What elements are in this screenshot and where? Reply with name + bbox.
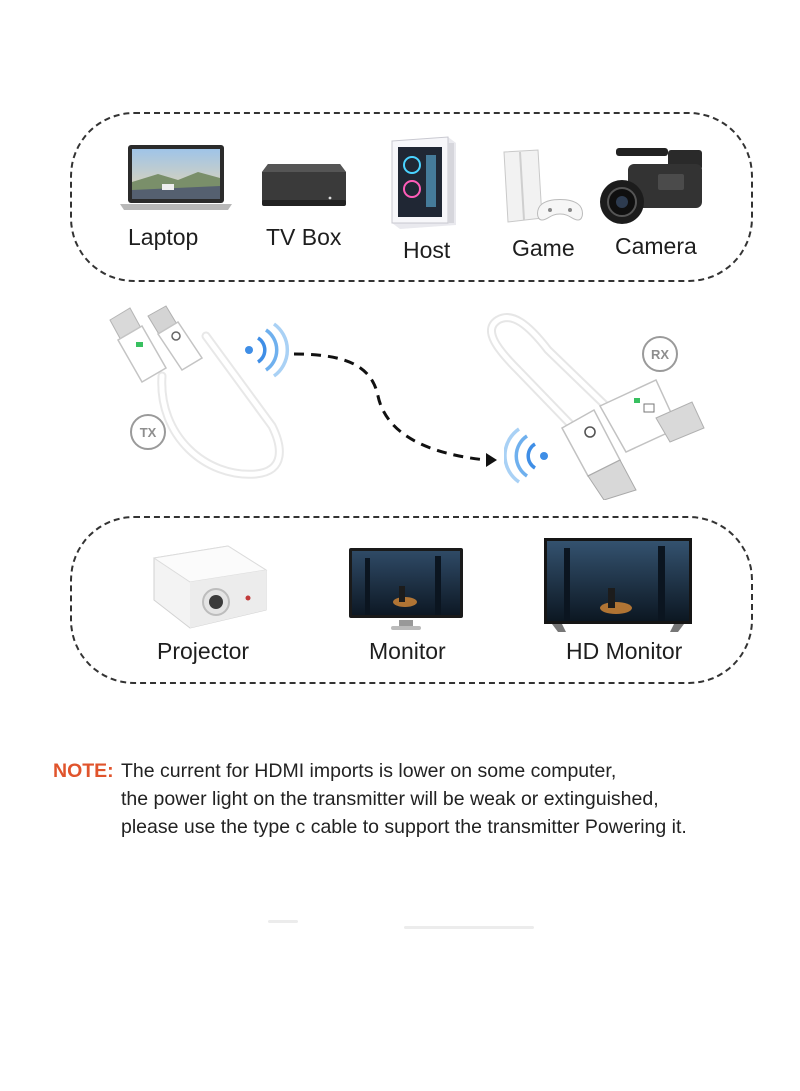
display-label-projector: Projector [157,638,250,664]
source-label-game: Game [512,235,575,261]
source-label-laptop: Laptop [128,224,199,250]
laptop-icon [120,145,232,210]
source-label-tv-box: TV Box [266,224,342,250]
camcorder-icon [600,148,702,224]
note-tag: NOTE: [53,760,114,782]
receiver-badge: RX [642,336,678,372]
source-label-host: Host [403,237,451,263]
wifi-signal-icon [504,427,548,484]
source-devices-group [70,112,753,282]
wifi-signal-icon [245,322,290,378]
hdmi-transmitter-icon [109,305,284,479]
tv-box-icon [262,164,346,206]
source-label-camera: Camera [615,233,697,259]
note-text-block: NOTE: The current for HDMI imports is low… [53,757,687,841]
pc-tower-icon [391,136,456,229]
note-line: The current for HDMI imports is lower on… [121,760,617,782]
display-label-monitor: Monitor [369,638,446,664]
display-label-hd-monitor: HD Monitor [566,638,683,664]
display-devices-group [70,516,753,684]
game-console-icon [503,149,583,223]
wireless-link-arrow [293,352,497,467]
transmitter-badge: TX [130,414,166,450]
note-line: please use the type c cable to support t… [121,816,687,838]
projector-icon [152,545,268,629]
note-line: the power light on the transmitter will … [121,788,659,810]
monitor-icon [349,548,463,630]
faint-divider [268,920,298,923]
faint-divider [404,926,534,929]
hdmi-receiver-icon [487,313,705,500]
hd-tv-icon [544,538,692,632]
